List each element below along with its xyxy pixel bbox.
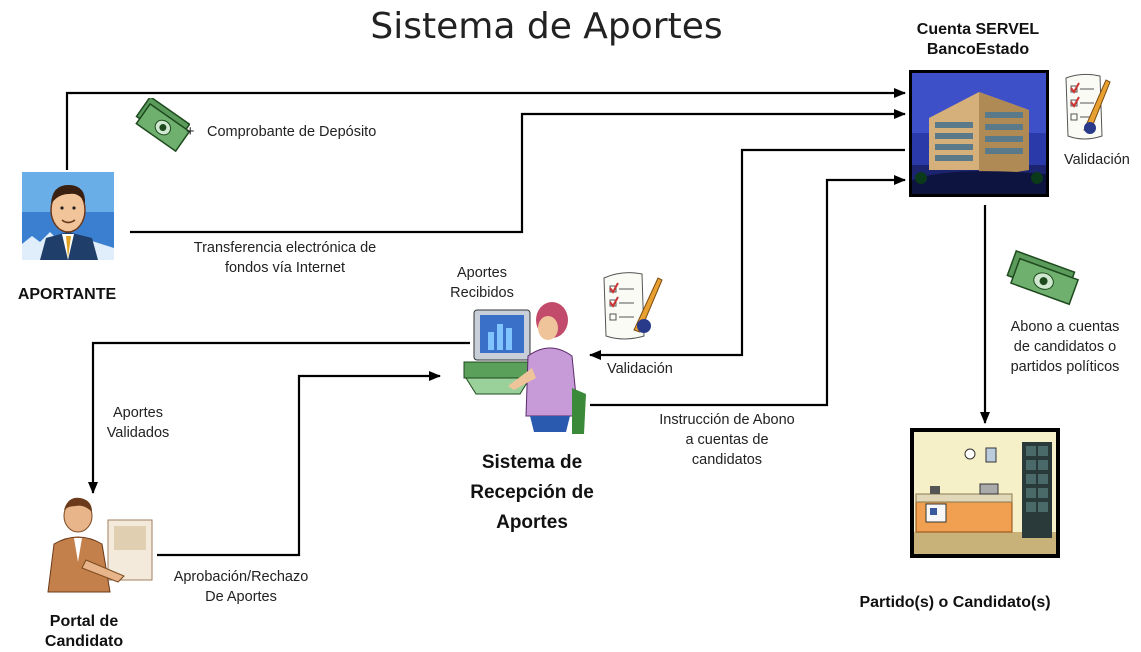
portal-label: Portal de Candidato [44,613,124,650]
arrow-validated [88,341,470,494]
bank-label: Cuenta SERVEL BancoEstado [916,21,1040,58]
arrow-deposit [65,88,906,170]
aportante-label: APORTANTE [17,286,117,303]
checklist-icon [1062,70,1112,144]
deposit-label: Comprobante de Depósito [207,124,377,140]
office-worker-icon [38,492,156,594]
money-icon [132,95,191,153]
approval-label: Aprobación/Rechazo De Aportes [173,569,309,605]
transfer-label: Transferencia electrónica de fondos vía … [193,240,377,276]
instruction-label: Instrucción de Abono a cuentas de candid… [659,412,795,468]
arrow-bank-validation [589,148,905,360]
arrow-instruction [590,175,906,407]
businessman-icon [22,172,114,260]
office-room-icon [910,428,1060,558]
party-label: Partido(s) o Candidato(s) [859,594,1051,611]
received-label: Aportes Recibidos [450,265,514,301]
bank-validation-label: Validación [1064,152,1130,168]
arrow-transfer [130,109,906,234]
system-validation-label: Validación [607,361,673,377]
checklist-icon [600,268,668,344]
money-icon [1003,248,1085,306]
arrow-approval [157,371,441,557]
system-label: Sistema de Recepción de Aportes [470,452,594,533]
deposit-plus: + [186,124,195,140]
bank-building-icon [909,70,1049,197]
validated-label: Aportes Validados [106,405,170,441]
diagram-title: Sistema de Aportes [370,6,723,47]
credit-label: Abono a cuentas de candidatos o partidos… [1010,319,1120,375]
computer-operator-icon [460,298,594,438]
